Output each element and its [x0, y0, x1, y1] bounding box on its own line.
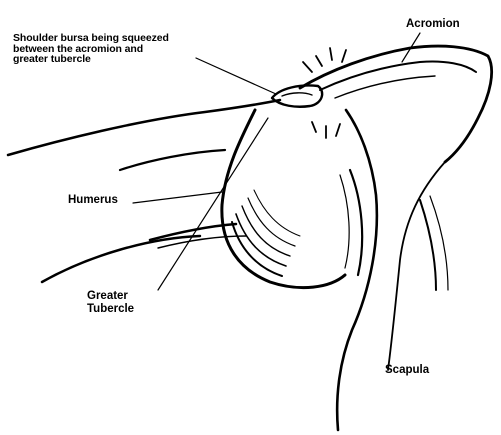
scapula-fold — [420, 200, 436, 290]
label-greater-tubercle: Greater Tubercle — [87, 290, 167, 316]
label-bursa-line-1: Shoulder bursa being squeezed — [13, 33, 283, 44]
label-bursa-line-3: greater tubercle — [13, 54, 283, 65]
acromion-inner-2 — [335, 76, 435, 98]
label-tubercle-line-2: Tubercle — [87, 303, 167, 316]
impact-rays — [303, 48, 346, 138]
label-scapula: Scapula — [385, 364, 429, 376]
leader-tubercle — [158, 118, 268, 290]
label-tubercle-line-1: Greater — [87, 290, 167, 303]
scapula-outline — [337, 110, 377, 430]
bursa-inner — [282, 93, 312, 96]
glenoid-outline — [350, 170, 362, 275]
bursa-outline — [272, 86, 322, 107]
scapula-fold-2 — [430, 196, 448, 290]
head-shading-3 — [242, 206, 290, 256]
label-bursa: Shoulder bursa being squeezed between th… — [13, 33, 283, 65]
scapula-right-edge — [388, 162, 445, 370]
label-acromion: Acromion — [406, 18, 460, 30]
leader-humerus — [133, 192, 222, 203]
acromion-outline — [300, 46, 492, 162]
humerus-lower-outline — [42, 236, 200, 282]
arm-shading-upper — [120, 150, 225, 170]
head-shading-5 — [254, 190, 300, 236]
label-humerus: Humerus — [68, 194, 118, 206]
head-shading-4 — [248, 198, 295, 246]
glenoid-shading — [340, 175, 349, 268]
